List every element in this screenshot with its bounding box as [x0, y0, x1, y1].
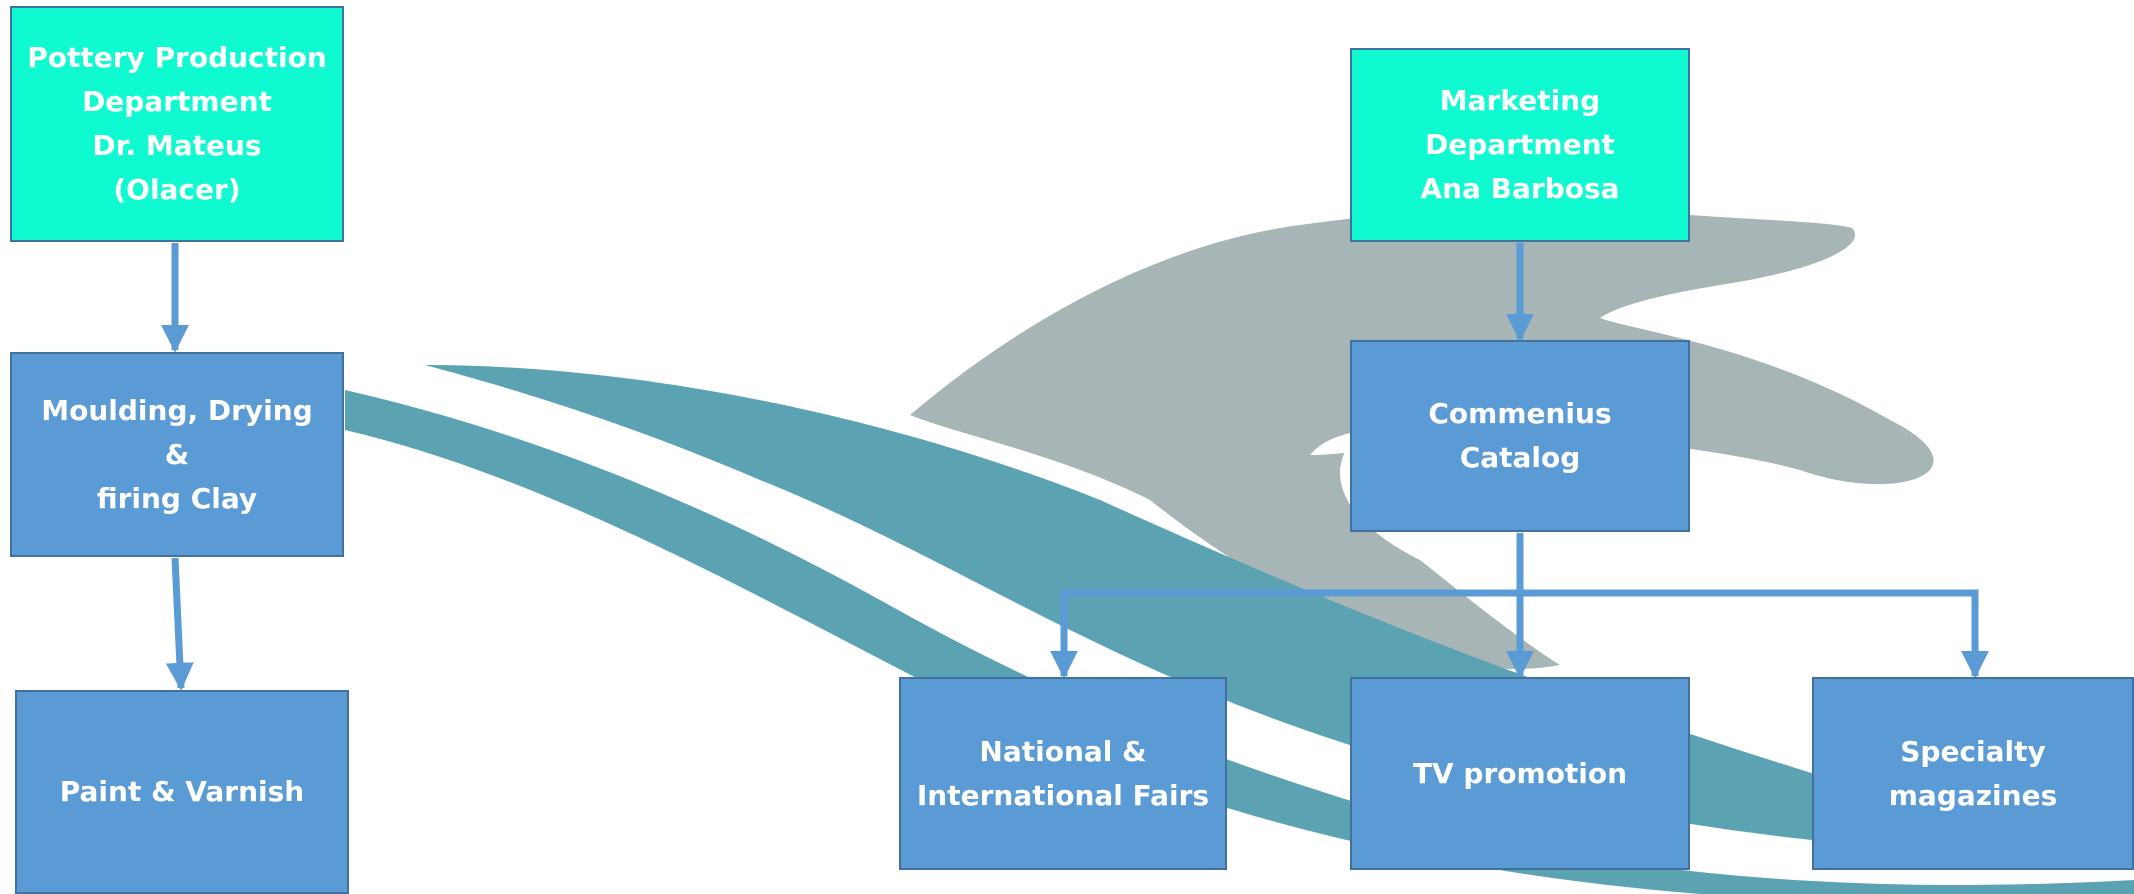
specialty-magazines-label: Specialty magazines [1888, 734, 2058, 812]
commenius-catalog-box: Commenius Catalog [1350, 340, 1690, 532]
dolphin-body-icon [910, 208, 1934, 669]
wave-swoosh-lower [345, 390, 2134, 894]
national-international-fairs-label: National & International Fairs [916, 734, 1210, 812]
pottery-production-department-box: Pottery Production Department Dr. Mateus… [10, 6, 344, 242]
paint-varnish-label: Paint & Varnish [59, 775, 305, 808]
paint-varnish-box: Paint & Varnish [15, 690, 349, 894]
commenius-catalog-label: Commenius Catalog [1428, 397, 1612, 474]
marketing-department-box: Marketing Department Ana Barbosa [1350, 48, 1690, 242]
tv-promotion-box: TV promotion [1350, 677, 1690, 870]
branch-line-fairs-magazines [1060, 589, 1979, 676]
wave-swoosh-upper [425, 365, 2134, 860]
pottery-production-department-label: Pottery Production Department Dr. Mateus… [27, 41, 327, 206]
national-international-fairs-box: National & International Fairs [899, 677, 1227, 870]
tv-promotion-label: TV promotion [1412, 756, 1628, 790]
marketing-department-label: Marketing Department Ana Barbosa [1420, 84, 1620, 205]
moulding-drying-firing-box: Moulding, Drying & firing Clay [10, 352, 344, 557]
specialty-magazines-box: Specialty magazines [1812, 677, 2134, 870]
moulding-drying-firing-label: Moulding, Drying & firing Clay [41, 393, 313, 515]
arrow-moulding-to-paint [165, 557, 194, 691]
